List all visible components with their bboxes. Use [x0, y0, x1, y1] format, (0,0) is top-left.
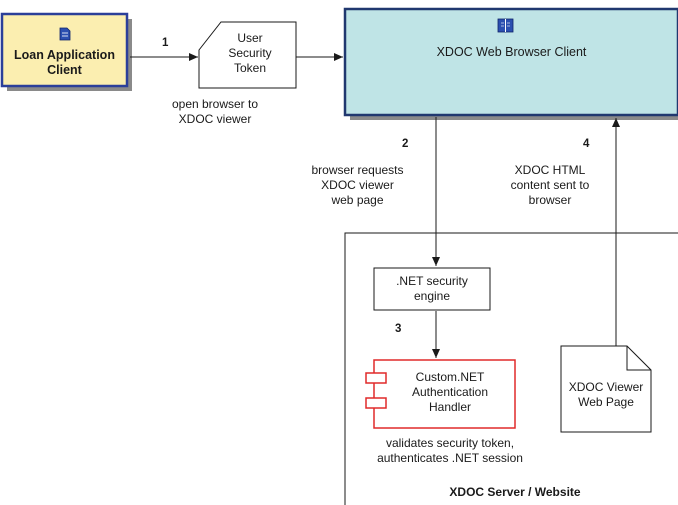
step-4-caption-line2: content sent to [510, 178, 590, 192]
auth-handler-line3: Handler [428, 400, 472, 414]
auth-handler-line1: Custom.NET [415, 370, 485, 384]
server-boundary [344, 232, 678, 505]
document-icon [59, 27, 71, 41]
loan-client-line1: Loan Application [14, 48, 115, 62]
loan-client-line2: Client [47, 63, 82, 77]
loan-client-box [0, 12, 129, 88]
step-4-number: 4 [583, 138, 590, 150]
loan-client-label: Loan Application Client [2, 48, 127, 78]
web-client-label: XDOC Web Browser Client [436, 45, 587, 59]
step-1-caption: open browser to XDOC viewer [150, 97, 280, 127]
auth-handler-line2: Authentication [411, 385, 489, 399]
security-token-shape [198, 21, 297, 89]
server-label: XDOC Server / Website [449, 485, 581, 499]
validation-annotation: validates security token, authenticates … [350, 436, 550, 466]
security-token-line2: Security [228, 46, 272, 60]
step-4-caption-line3: browser [528, 193, 572, 207]
step-2-number: 2 [402, 138, 409, 150]
step-4-caption-line1: XDOC HTML [514, 163, 586, 177]
component-icon [365, 359, 516, 429]
viewer-page-label: XDOC Viewer Web Page [561, 380, 651, 410]
viewer-page-line1: XDOC Viewer [568, 380, 644, 394]
step-2-caption-line3: web page [331, 193, 384, 207]
step-1-number: 1 [162, 37, 169, 49]
security-token-line1: User [237, 31, 263, 45]
auth-handler-label: Custom.NET Authentication Handler [386, 370, 514, 415]
viewer-page-line2: Web Page [578, 395, 634, 409]
viewer-page-fold [626, 346, 651, 371]
step-1-caption-line2: XDOC viewer [178, 112, 252, 126]
net-engine-line2: engine [413, 289, 451, 303]
net-engine-label: .NET security engine [374, 274, 490, 304]
net-engine-line1: .NET security [396, 274, 468, 288]
net-engine-box [373, 267, 491, 311]
step-4-caption: XDOC HTML content sent to browser [490, 163, 610, 208]
book-icon [497, 18, 514, 33]
validation-line2: authenticates .NET session [377, 451, 523, 465]
validation-line1: validates security token, [385, 436, 515, 450]
step-1-caption-line1: open browser to [171, 97, 259, 111]
step-2-caption-line1: browser requests [311, 163, 404, 177]
security-token-label: User Security Token [210, 31, 290, 76]
step-2-caption-line2: XDOC viewer [321, 178, 394, 192]
security-token-line3: Token [233, 61, 267, 75]
step-2-caption: browser requests XDOC viewer web page [295, 163, 420, 208]
step-3-number: 3 [395, 323, 402, 335]
